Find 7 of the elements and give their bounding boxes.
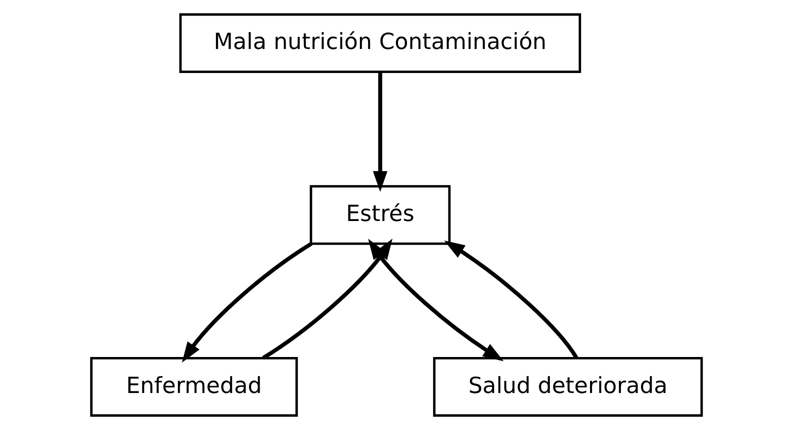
node-box: Salud deteriorada: [433, 357, 703, 417]
node-box: Enfermedad: [90, 357, 298, 417]
arrow: [182, 242, 312, 363]
node-box: Mala nutrición Contaminación: [179, 13, 582, 73]
arrow: [444, 240, 578, 359]
node-box: Estrés: [310, 185, 451, 245]
arrow: [372, 72, 388, 192]
